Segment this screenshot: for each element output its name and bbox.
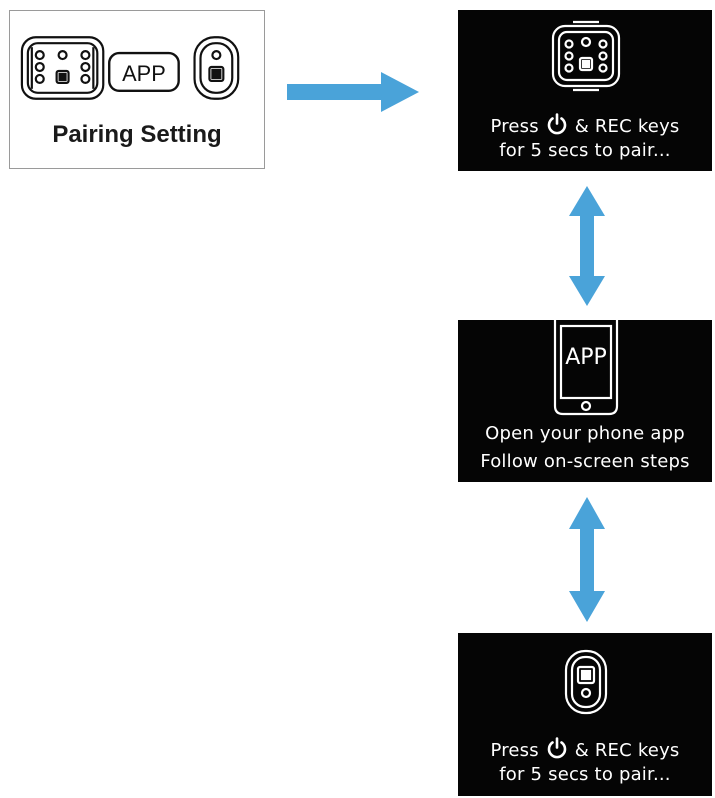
double-arrow <box>569 497 605 622</box>
instruction-line-1: Press & REC keys <box>458 736 712 762</box>
menu-title: Pairing Setting <box>52 121 222 148</box>
instruction-line-2: Follow on-screen steps <box>480 451 690 472</box>
app-icon: APP <box>108 51 180 93</box>
phone-app-icon-label: APP <box>565 345 607 370</box>
wrist-remote-pairing-screen: Press & REC keys for 5 secs to pair... <box>458 633 712 796</box>
instruction-line-2: for 5 secs to pair... <box>499 140 671 161</box>
remote-control-icon <box>20 36 105 100</box>
wrist-remote-icon <box>193 36 240 100</box>
instruction-line-1: Open your phone app <box>485 423 685 444</box>
remote-control-icon <box>551 20 621 92</box>
app-icon-label: APP <box>122 61 166 86</box>
instruction-text-keys: & REC keys <box>574 116 680 137</box>
instruction-text-press: Press <box>490 116 539 137</box>
wrist-remote-icon <box>564 649 608 715</box>
phone-app-icon: APP <box>553 320 619 416</box>
instruction-text-press: Press <box>490 740 539 761</box>
power-icon <box>547 737 567 759</box>
double-arrow <box>569 186 605 306</box>
menu-icons-row: APP <box>20 36 240 100</box>
phone-app-pairing-screen: APP Open your phone app Follow on-screen… <box>458 320 712 482</box>
pairing-setting-menu-card[interactable]: APP Pairing Setting <box>9 10 265 169</box>
instruction-line-1: Press & REC keys <box>458 112 712 138</box>
remote-pairing-screen: Press & REC keys for 5 secs to pair... <box>458 10 712 171</box>
right-arrow <box>287 72 419 112</box>
power-icon <box>547 113 567 135</box>
instruction-line-2: for 5 secs to pair... <box>499 764 671 785</box>
instruction-text-keys: & REC keys <box>574 740 680 761</box>
